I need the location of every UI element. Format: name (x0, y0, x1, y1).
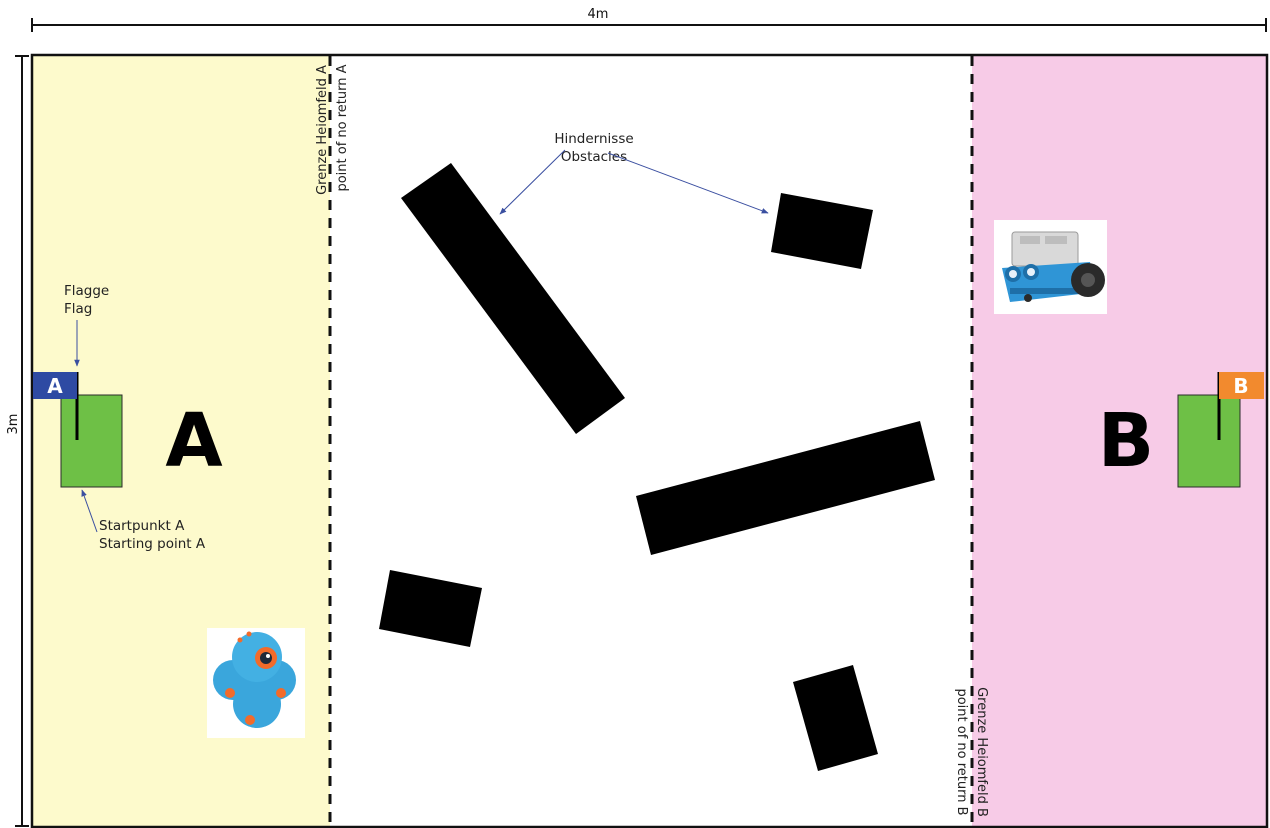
flag-a-letter: A (47, 374, 63, 398)
obstacles (379, 163, 935, 771)
mbot-robot-icon (994, 220, 1107, 314)
start-callout-line2: Starting point A (99, 536, 206, 552)
obstacle-4 (379, 570, 482, 647)
flag-callout-line2: Flag (64, 301, 92, 317)
zone-a-letter: A (165, 398, 222, 484)
boundary-b-line2: point of no return B (954, 688, 969, 815)
boundary-a-line2: point of no return A (335, 64, 350, 191)
width-label: 4m (588, 7, 609, 22)
flag-callout-line1: Flagge (64, 283, 109, 299)
obstacle-callout-line2: Obstacles (561, 149, 627, 165)
start-callout-line1: Startpunkt A (99, 518, 185, 534)
obstacle-5 (793, 665, 878, 771)
width-dimension: 4m (32, 7, 1266, 32)
zone-b-letter: B (1098, 398, 1154, 484)
flag-b-letter: B (1233, 374, 1248, 398)
obstacle-1 (401, 163, 625, 434)
boundary-b-line1: Grenze Heiomfeld B (974, 687, 989, 817)
obstacle-3 (636, 421, 935, 555)
height-dimension: 3m (6, 56, 29, 826)
obstacle-2 (771, 193, 873, 269)
obstacle-callout: Hindernisse Obstacles (500, 131, 768, 214)
height-label: 3m (6, 414, 21, 435)
obstacle-callout-line1: Hindernisse (554, 131, 633, 147)
dash-robot-icon (207, 628, 305, 738)
boundary-a-label: Grenze Heiomfeld A point of no return A (315, 64, 350, 195)
boundary-a-line1: Grenze Heiomfeld A (315, 65, 330, 195)
